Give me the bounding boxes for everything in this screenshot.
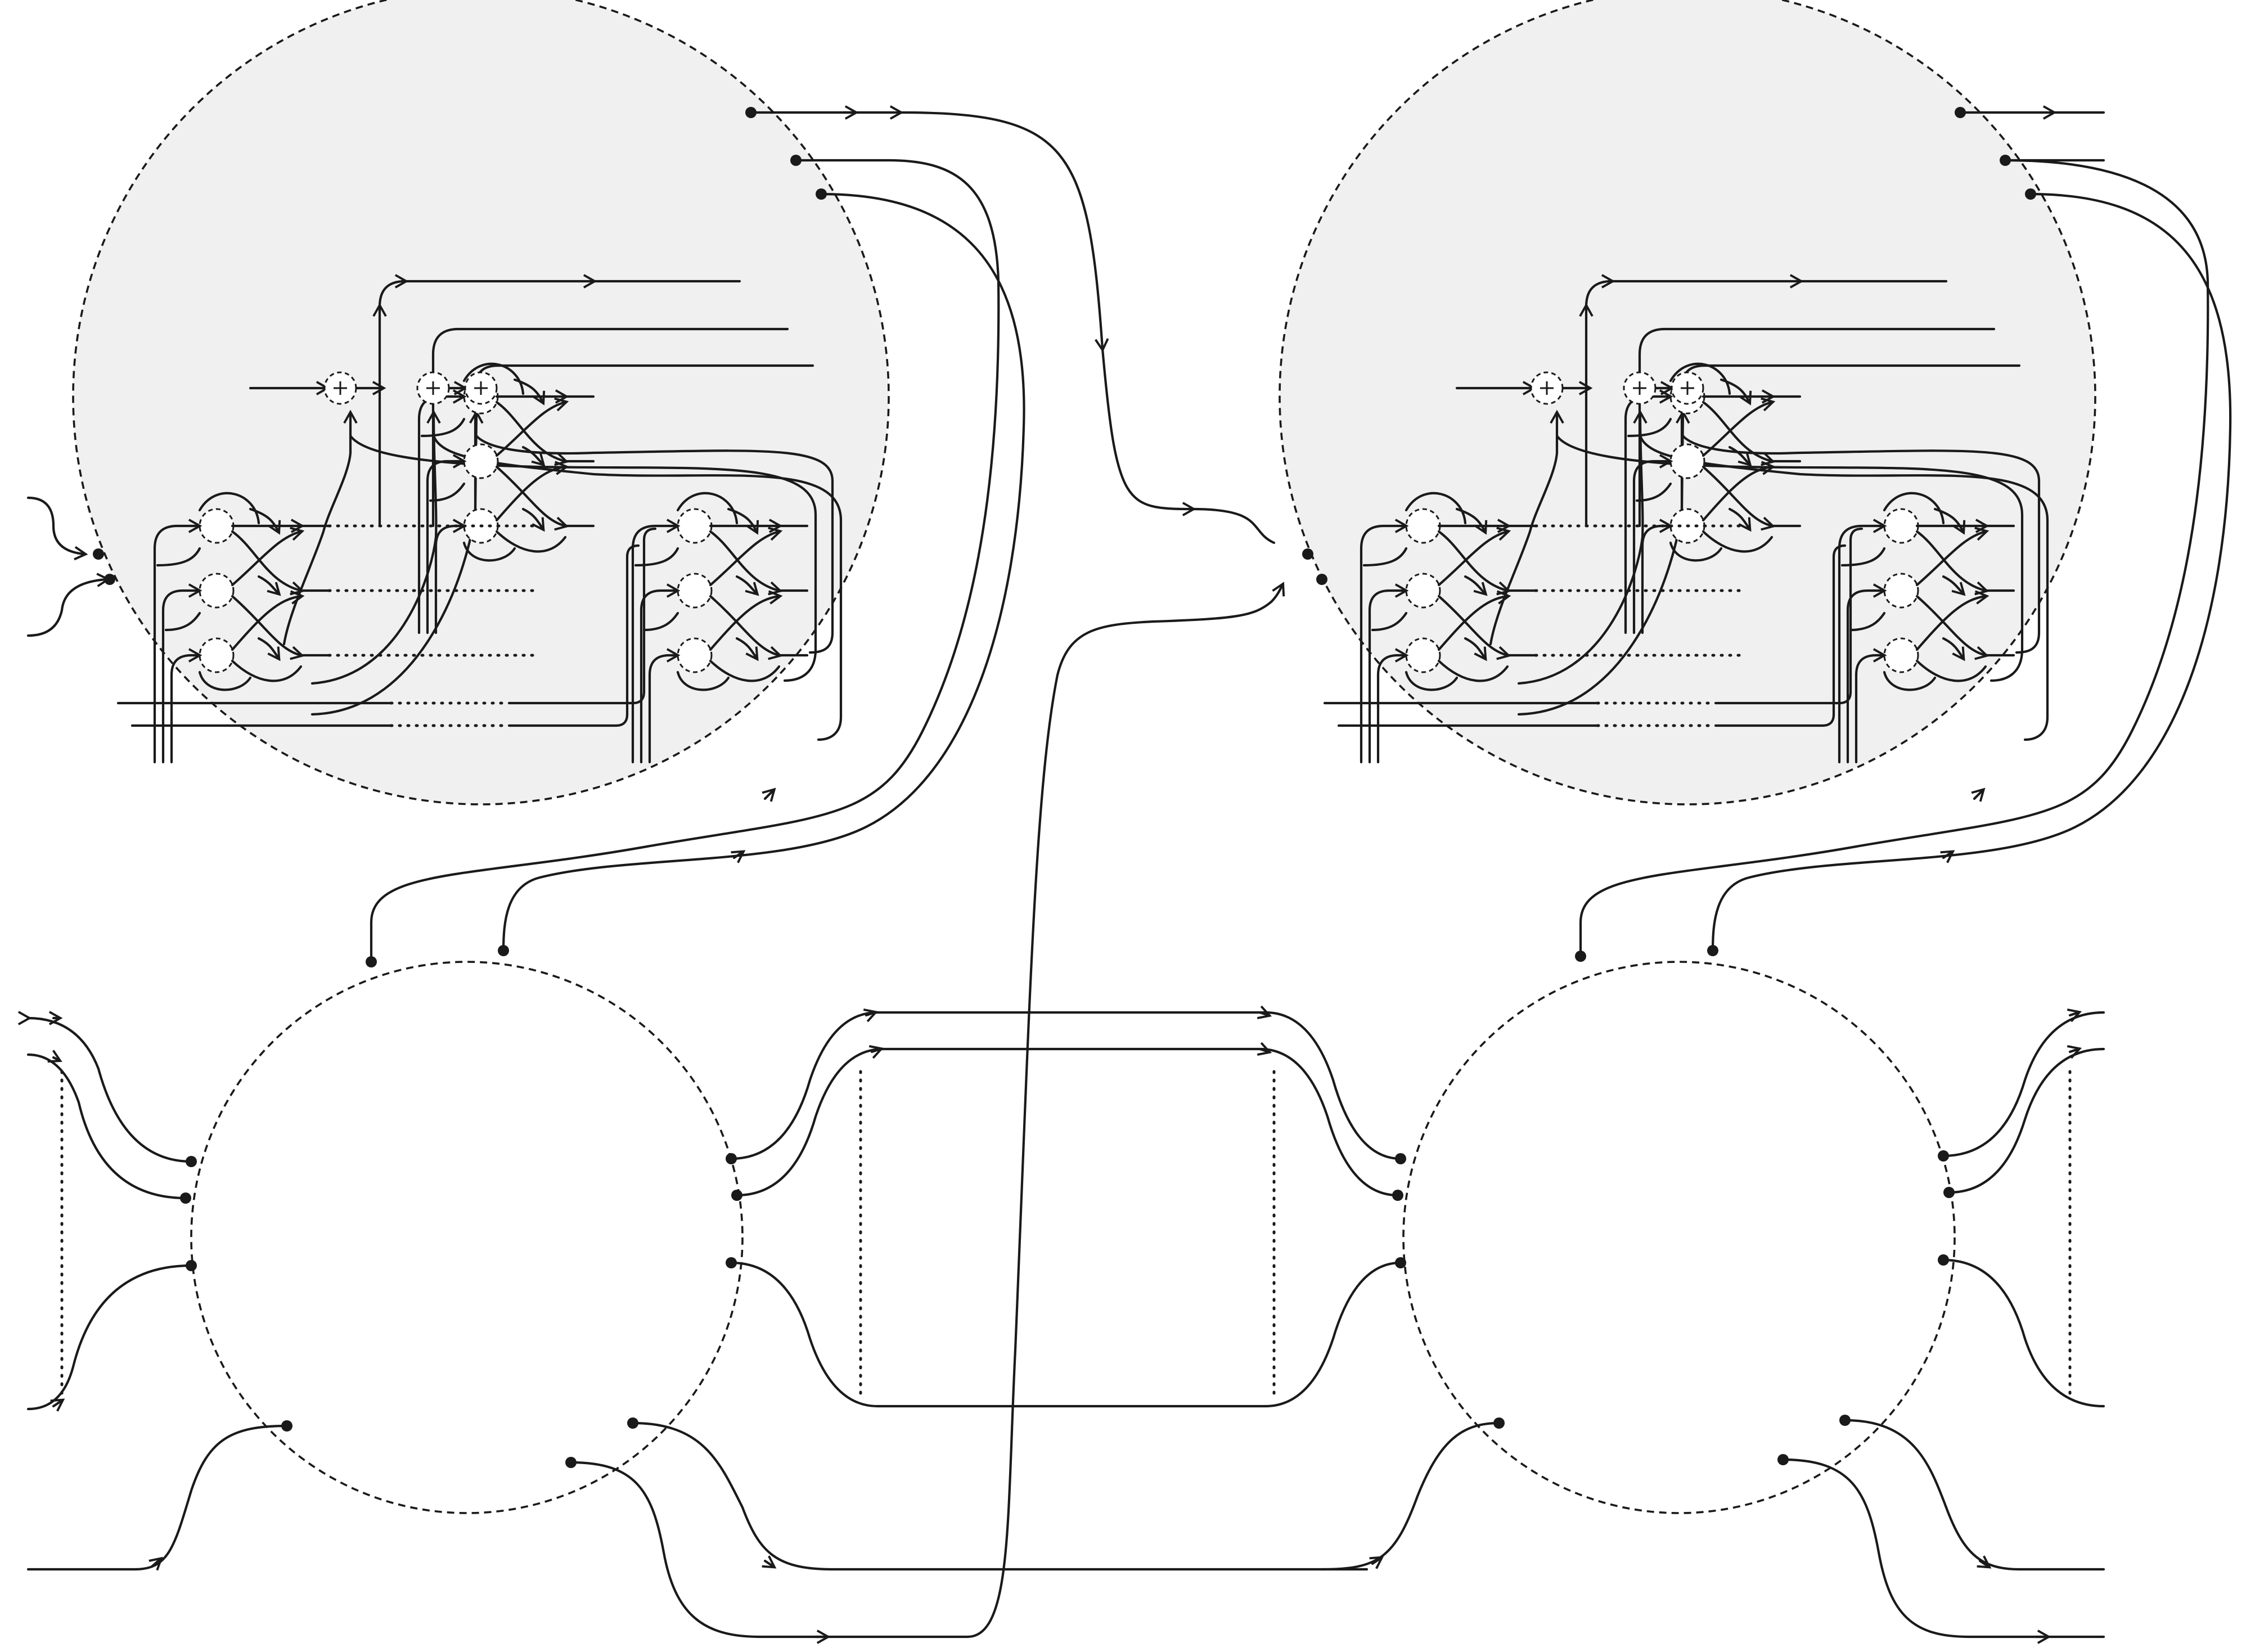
wire-right-to-ring-1	[1579, 159, 2209, 958]
wire-right-to-ring-2	[1711, 192, 2232, 952]
edge-wire-in-2	[26, 1053, 187, 1200]
junction-dot	[1316, 574, 1327, 585]
junction-dot	[1302, 548, 1313, 560]
link-bottom	[730, 1261, 1402, 1408]
zoom-inset-right	[1280, 0, 2095, 804]
link-top	[730, 1011, 1402, 1160]
wire-left-to-ring-2	[502, 192, 1025, 952]
ring-ports-left	[180, 945, 742, 1468]
edge-wire-out-2	[1947, 1047, 2105, 1194]
edge-wire-in-3	[26, 1264, 193, 1411]
boundary-circle-right	[1402, 961, 1956, 1514]
edge-wire-out-3	[1942, 1258, 2105, 1408]
input-wire-left-1	[26, 496, 88, 561]
input-wire-left-2	[26, 573, 111, 637]
bottom-link-1	[631, 1421, 1501, 1571]
edge-wire-out-5	[1781, 1458, 2105, 1639]
edge-wire-bottom-in	[26, 1424, 289, 1571]
ring-ports-right	[1392, 945, 1955, 1465]
bottom-link-2	[569, 1461, 840, 1639]
edge-wire-in-1	[17, 1011, 193, 1163]
zoom-inset-left	[73, 0, 889, 804]
link-mid	[735, 1047, 1399, 1197]
edge-wire-out-1	[1942, 1011, 2105, 1158]
edge-wire-out-4	[1843, 1419, 2105, 1571]
boundary-circle-left	[190, 961, 744, 1514]
junction-dot	[93, 548, 104, 560]
junction-dot	[104, 574, 115, 585]
wire-left-top-to-right-inset	[749, 105, 1276, 544]
wire-bottom-to-right-inset	[836, 582, 1285, 1639]
wire-left-to-ring-1	[370, 159, 1000, 964]
